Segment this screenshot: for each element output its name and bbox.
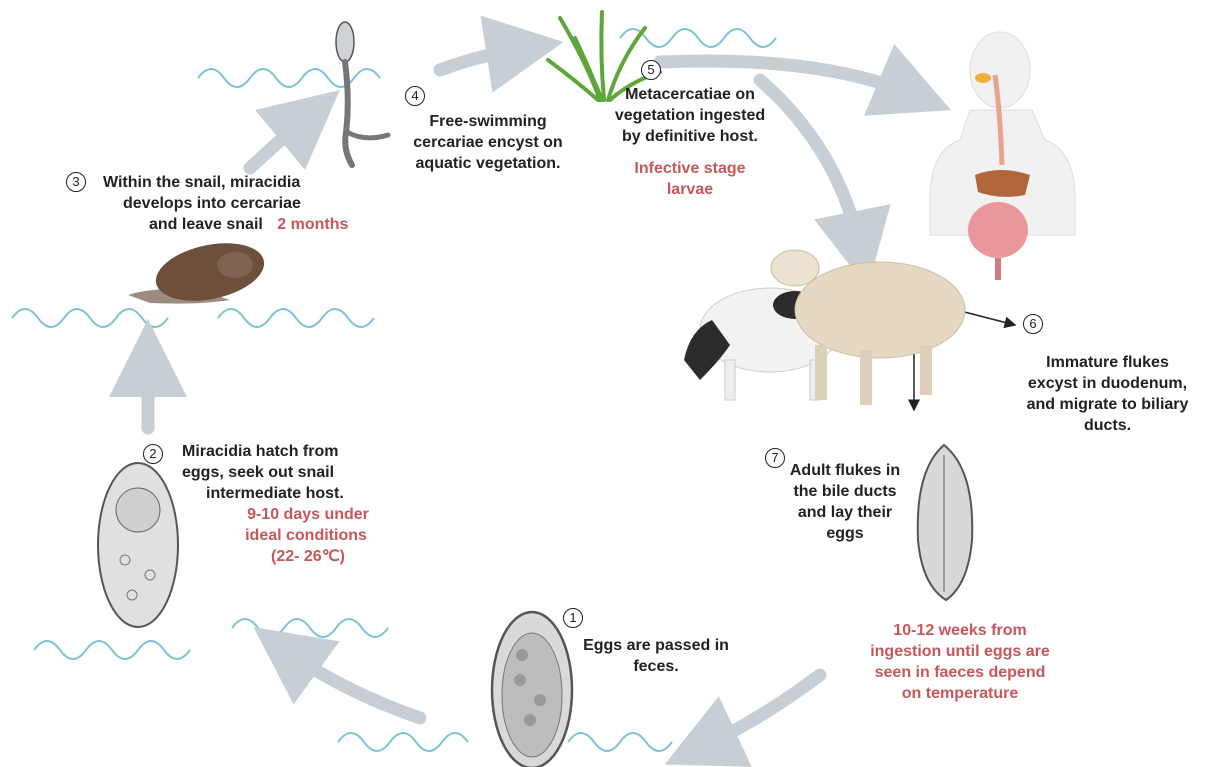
- step-5-label: Metacercatiae on vegetation ingested by …: [600, 84, 780, 147]
- cercaria-illustration: [336, 22, 388, 165]
- wave-mid-right: [218, 309, 374, 327]
- arrow-3-to-4: [250, 115, 310, 168]
- step-1-number: 1: [563, 608, 583, 628]
- wave-bottom-egg-left: [338, 733, 468, 751]
- step-5-note: Infective stage larvae: [600, 158, 780, 200]
- human-host-illustration: [930, 32, 1075, 280]
- arrow-1-to-2: [285, 650, 420, 718]
- snail-illustration: [128, 234, 269, 310]
- arrow-7-to-1: [700, 675, 820, 748]
- step-3-label: Within the snail, miracidia develops int…: [103, 172, 403, 235]
- step-6-label: Immature flukes excyst in duodenum, and …: [1010, 352, 1205, 436]
- step-5-number: 5: [641, 60, 661, 80]
- adult-fluke-illustration: [918, 445, 973, 600]
- arrow-4-to-5: [440, 48, 525, 70]
- wave-bottom-left: [34, 641, 190, 659]
- step-6-number: 6: [1023, 314, 1043, 334]
- step-3-note: 2 months: [277, 216, 348, 233]
- sheep-illustration: [771, 250, 965, 405]
- wave-bottom-egg-right: [568, 733, 672, 751]
- wave-bottom-center: [232, 619, 388, 637]
- step-2-number: 2: [143, 444, 163, 464]
- step-4-label: Free-swimming cercariae encyst on aquati…: [388, 111, 588, 174]
- step-4-number: 4: [405, 86, 425, 106]
- step-7-label: Adult flukes in the bile ducts and lay t…: [770, 460, 920, 544]
- step-2-label: Miracidia hatch from eggs, seek out snai…: [182, 441, 412, 504]
- step-2-note: 9-10 days under ideal conditions (22- 26…: [160, 504, 410, 567]
- wave-top-left: [198, 69, 380, 87]
- timing-note: 10-12 weeks from ingestion until eggs ar…: [840, 620, 1080, 704]
- wave-mid-left: [12, 309, 168, 327]
- step-1-label: Eggs are passed infeces.: [560, 635, 752, 677]
- step-3-number: 3: [66, 172, 86, 192]
